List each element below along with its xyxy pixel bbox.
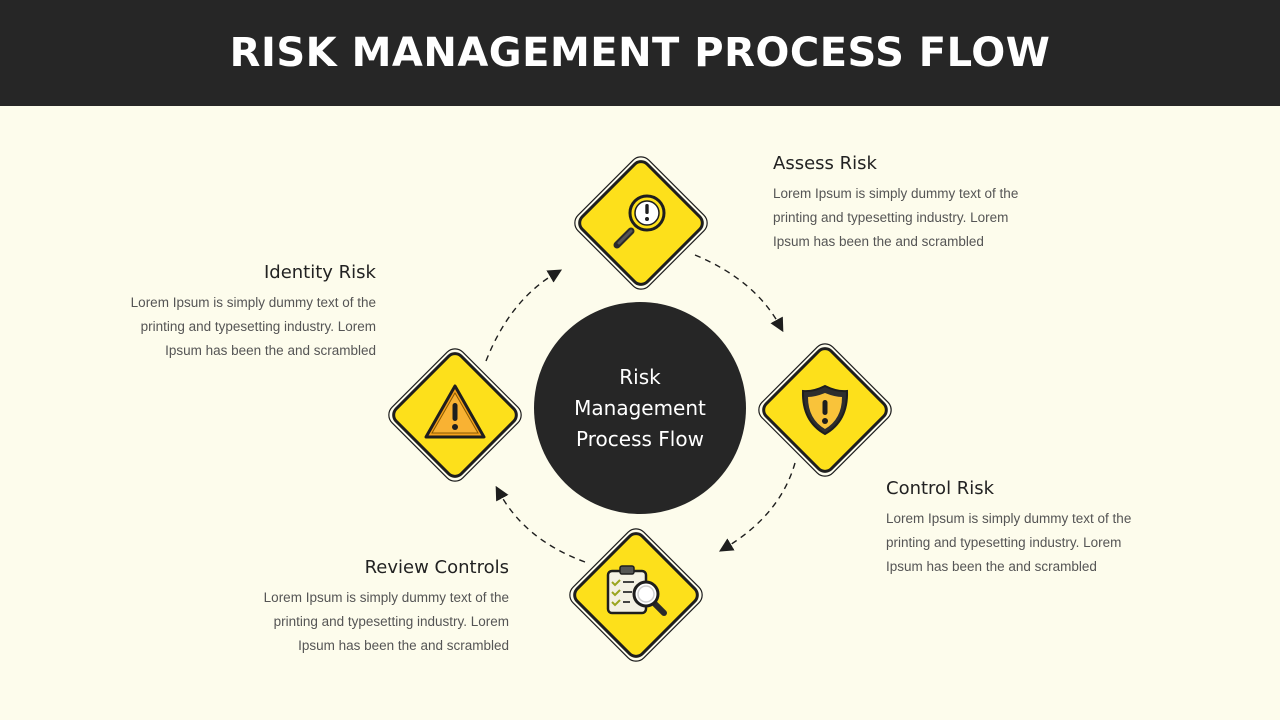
step-desc-line: Ipsum has been the and scrambled — [298, 638, 509, 653]
step-desc-line: Ipsum has been the and scrambled — [165, 343, 376, 358]
step-title: Assess Risk — [773, 153, 877, 174]
magnifier-alert-icon — [613, 194, 666, 249]
step-title: Control Risk — [886, 478, 995, 499]
center-title-line2: Management — [574, 395, 706, 420]
header-bar: RISK MANAGEMENT PROCESS FLOW — [0, 0, 1280, 106]
diamond-identity-risk — [381, 341, 529, 489]
step-desc-line: printing and typesetting industry. Lorem — [273, 614, 509, 629]
shield-alert-icon — [801, 384, 849, 436]
arrow-review-to-identity — [495, 485, 586, 563]
step-control-risk: Control Risk Lorem Ipsum is simply dummy… — [886, 478, 1186, 579]
step-identity-risk: Identity Risk Lorem Ipsum is simply dumm… — [76, 262, 376, 363]
step-desc-line: Lorem Ipsum is simply dummy text of the — [263, 590, 509, 605]
center-title-line1: Risk — [619, 364, 661, 389]
arrow-assess-to-control — [694, 254, 784, 333]
step-desc-line: Lorem Ipsum is simply dummy text of the — [773, 186, 1019, 201]
step-assess-risk: Assess Risk Lorem Ipsum is simply dummy … — [773, 153, 1073, 254]
step-title: Review Controls — [364, 557, 509, 578]
clipboard-search-icon — [606, 565, 667, 616]
diamond-control-risk — [751, 336, 899, 484]
step-desc-line: printing and typesetting industry. Lorem — [886, 535, 1122, 550]
warning-triangle-icon — [424, 384, 486, 439]
step-desc-line: Lorem Ipsum is simply dummy text of the — [886, 511, 1132, 526]
step-title: Identity Risk — [263, 262, 376, 283]
arrow-control-to-review — [718, 462, 796, 552]
center-title-line3: Process Flow — [576, 426, 704, 451]
step-desc-line: printing and typesetting industry. Lorem — [140, 319, 376, 334]
step-desc-line: Lorem Ipsum is simply dummy text of the — [130, 295, 376, 310]
step-desc-line: Ipsum has been the and scrambled — [886, 559, 1097, 574]
diamond-assess-risk — [567, 149, 715, 297]
step-desc-line: Ipsum has been the and scrambled — [773, 234, 984, 249]
diamond-review-controls — [562, 521, 710, 669]
step-review-controls: Review Controls Lorem Ipsum is simply du… — [209, 557, 509, 658]
arrow-identity-to-assess — [485, 269, 563, 362]
step-desc-line: printing and typesetting industry. Lorem — [773, 210, 1009, 225]
center-hub: Risk Management Process Flow — [534, 302, 746, 514]
page-title: RISK MANAGEMENT PROCESS FLOW — [229, 30, 1051, 76]
